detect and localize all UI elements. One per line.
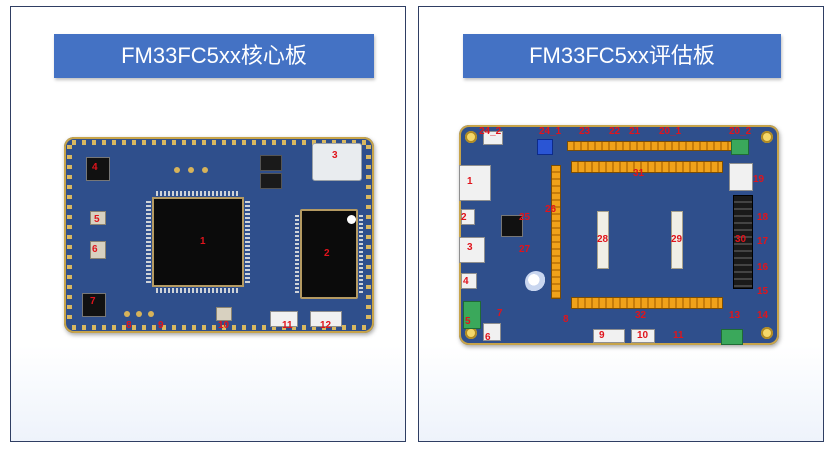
eval-label-21: 21 — [629, 126, 641, 137]
eval-label-27: 27 — [519, 244, 531, 255]
header-31 — [571, 161, 723, 173]
eval-label-15: 15 — [757, 286, 769, 297]
eval-label-23: 23 — [579, 126, 591, 137]
memory-chip — [300, 209, 358, 299]
eval-label-18: 18 — [757, 212, 769, 223]
core-label-12: 12 — [320, 320, 332, 331]
eval-label-28: 28 — [597, 234, 609, 245]
core-label-1: 1 — [200, 236, 206, 247]
usb-connector — [459, 237, 485, 263]
eval-label-30: 30 — [735, 234, 747, 245]
eval-label-32: 32 — [635, 310, 647, 321]
core-board-panel: FM33FC5xx核心板 1 2 3 4 5 — [10, 6, 406, 442]
ethernet-connector — [459, 165, 491, 201]
core-label-9: 9 — [158, 320, 164, 331]
eval-label-22: 22 — [609, 126, 621, 137]
mcu-chip — [152, 197, 244, 287]
eval-label-1: 1 — [467, 176, 473, 187]
eval-label-14: 14 — [757, 310, 769, 321]
eval-label-26: 26 — [545, 204, 557, 215]
eval-label-11: 11 — [673, 330, 684, 341]
eval-label-31: 31 — [633, 168, 645, 179]
header-26 — [551, 165, 561, 299]
eval-label-17: 17 — [757, 236, 769, 247]
core-label-3: 3 — [332, 150, 338, 161]
core-label-2: 2 — [324, 248, 330, 259]
eval-label-20-2: 20_2 — [729, 126, 752, 137]
core-label-11: 11 — [282, 320, 293, 331]
eval-label-24-2: 24_2 — [479, 126, 502, 137]
eval-label-13: 13 — [729, 310, 741, 321]
power-jack — [463, 301, 481, 329]
eval-label-10: 10 — [637, 330, 649, 341]
eval-label-25: 25 — [519, 212, 531, 223]
eval-label-4: 4 — [463, 276, 469, 287]
eval-label-7: 7 — [497, 308, 503, 319]
core-label-5: 5 — [94, 214, 100, 225]
reset-button — [537, 139, 553, 155]
core-label-8: 8 — [126, 320, 132, 331]
header-30 — [733, 195, 753, 289]
eval-label-24-1: 24_1 — [539, 126, 562, 137]
core-board-title: FM33FC5xx核心板 — [54, 34, 374, 78]
eval-board-image: 1 2 3 4 5 6 7 8 9 10 11 12_1 12_2 13 14 … — [459, 125, 779, 345]
sd-slot — [729, 163, 753, 191]
eval-label-3: 3 — [467, 242, 473, 253]
core-label-6: 6 — [92, 244, 98, 255]
core-label-4: 4 — [92, 162, 98, 173]
core-label-10: 10 — [218, 320, 230, 331]
header-32 — [571, 297, 723, 309]
eval-board-panel: FM33FC5xx评估板 1 2 3 4 5 6 7 8 — [418, 6, 824, 442]
eval-label-20-1: 20_1 — [659, 126, 682, 137]
eval-label-29: 29 — [671, 234, 683, 245]
eval-label-6: 6 — [485, 332, 491, 343]
usb-c-connector — [312, 143, 362, 181]
eval-board-title: FM33FC5xx评估板 — [463, 34, 781, 78]
eval-label-2: 2 — [461, 212, 467, 223]
eval-label-5: 5 — [465, 316, 471, 327]
core-label-7: 7 — [90, 296, 96, 307]
fpc-28 — [597, 211, 609, 269]
eval-label-16: 16 — [757, 262, 769, 273]
fpc-29 — [671, 211, 683, 269]
eval-label-19: 19 — [753, 174, 765, 185]
eval-label-9: 9 — [599, 330, 605, 341]
eval-label-8: 8 — [563, 314, 569, 325]
core-board-image: 1 2 3 4 5 6 7 8 9 10 11 12 — [64, 137, 374, 333]
